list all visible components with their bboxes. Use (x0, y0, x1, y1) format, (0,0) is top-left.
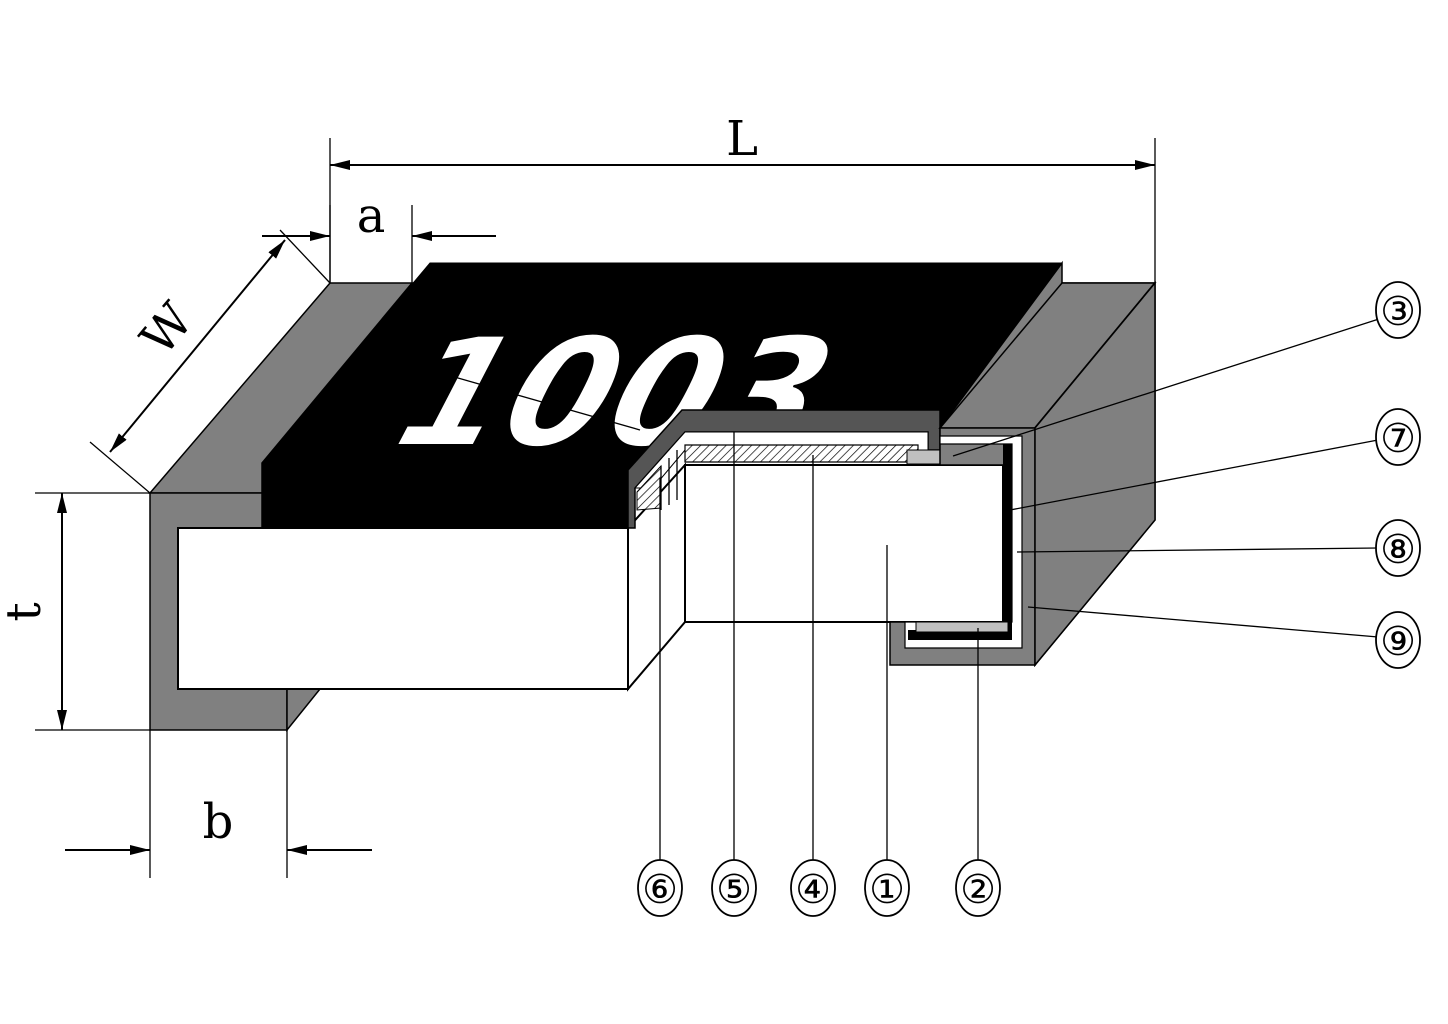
right-termination (889, 260, 1157, 668)
substrate (177, 462, 1004, 692)
dimension-b: b (65, 730, 372, 878)
svg-text:⑤: ⑤ (716, 867, 752, 913)
dimension-W-label: W (130, 292, 205, 366)
svg-text:⑧: ⑧ (1380, 527, 1416, 573)
dimension-t-label: t (0, 602, 52, 621)
dimension-a: a (262, 188, 496, 283)
svg-text:⑦: ⑦ (1380, 416, 1416, 462)
svg-text:⑨: ⑨ (1380, 619, 1416, 665)
dimension-b-label: b (203, 794, 234, 850)
callout-8: ⑧ (1375, 519, 1421, 577)
dimension-t: t (0, 492, 150, 731)
dimension-L-label: L (726, 111, 758, 167)
svg-text:⑥: ⑥ (642, 867, 678, 913)
callout-3: ③ (1375, 281, 1421, 339)
svg-text:④: ④ (795, 867, 831, 913)
dimension-a-label: a (357, 188, 386, 244)
leader-lines (359, 317, 1383, 863)
dimension-L: L (329, 111, 1156, 283)
callout-5: ⑤ (711, 859, 757, 917)
callout-1: ① (864, 859, 910, 917)
callout-6: ⑥ (637, 859, 683, 917)
callout-7: ⑦ (1375, 408, 1421, 466)
svg-text:③: ③ (1380, 289, 1416, 335)
callout-2: ② (955, 859, 1001, 917)
callout-4: ④ (790, 859, 836, 917)
svg-text:①: ① (869, 867, 905, 913)
callout-9: ⑨ (1375, 611, 1421, 669)
svg-text:②: ② (960, 867, 996, 913)
